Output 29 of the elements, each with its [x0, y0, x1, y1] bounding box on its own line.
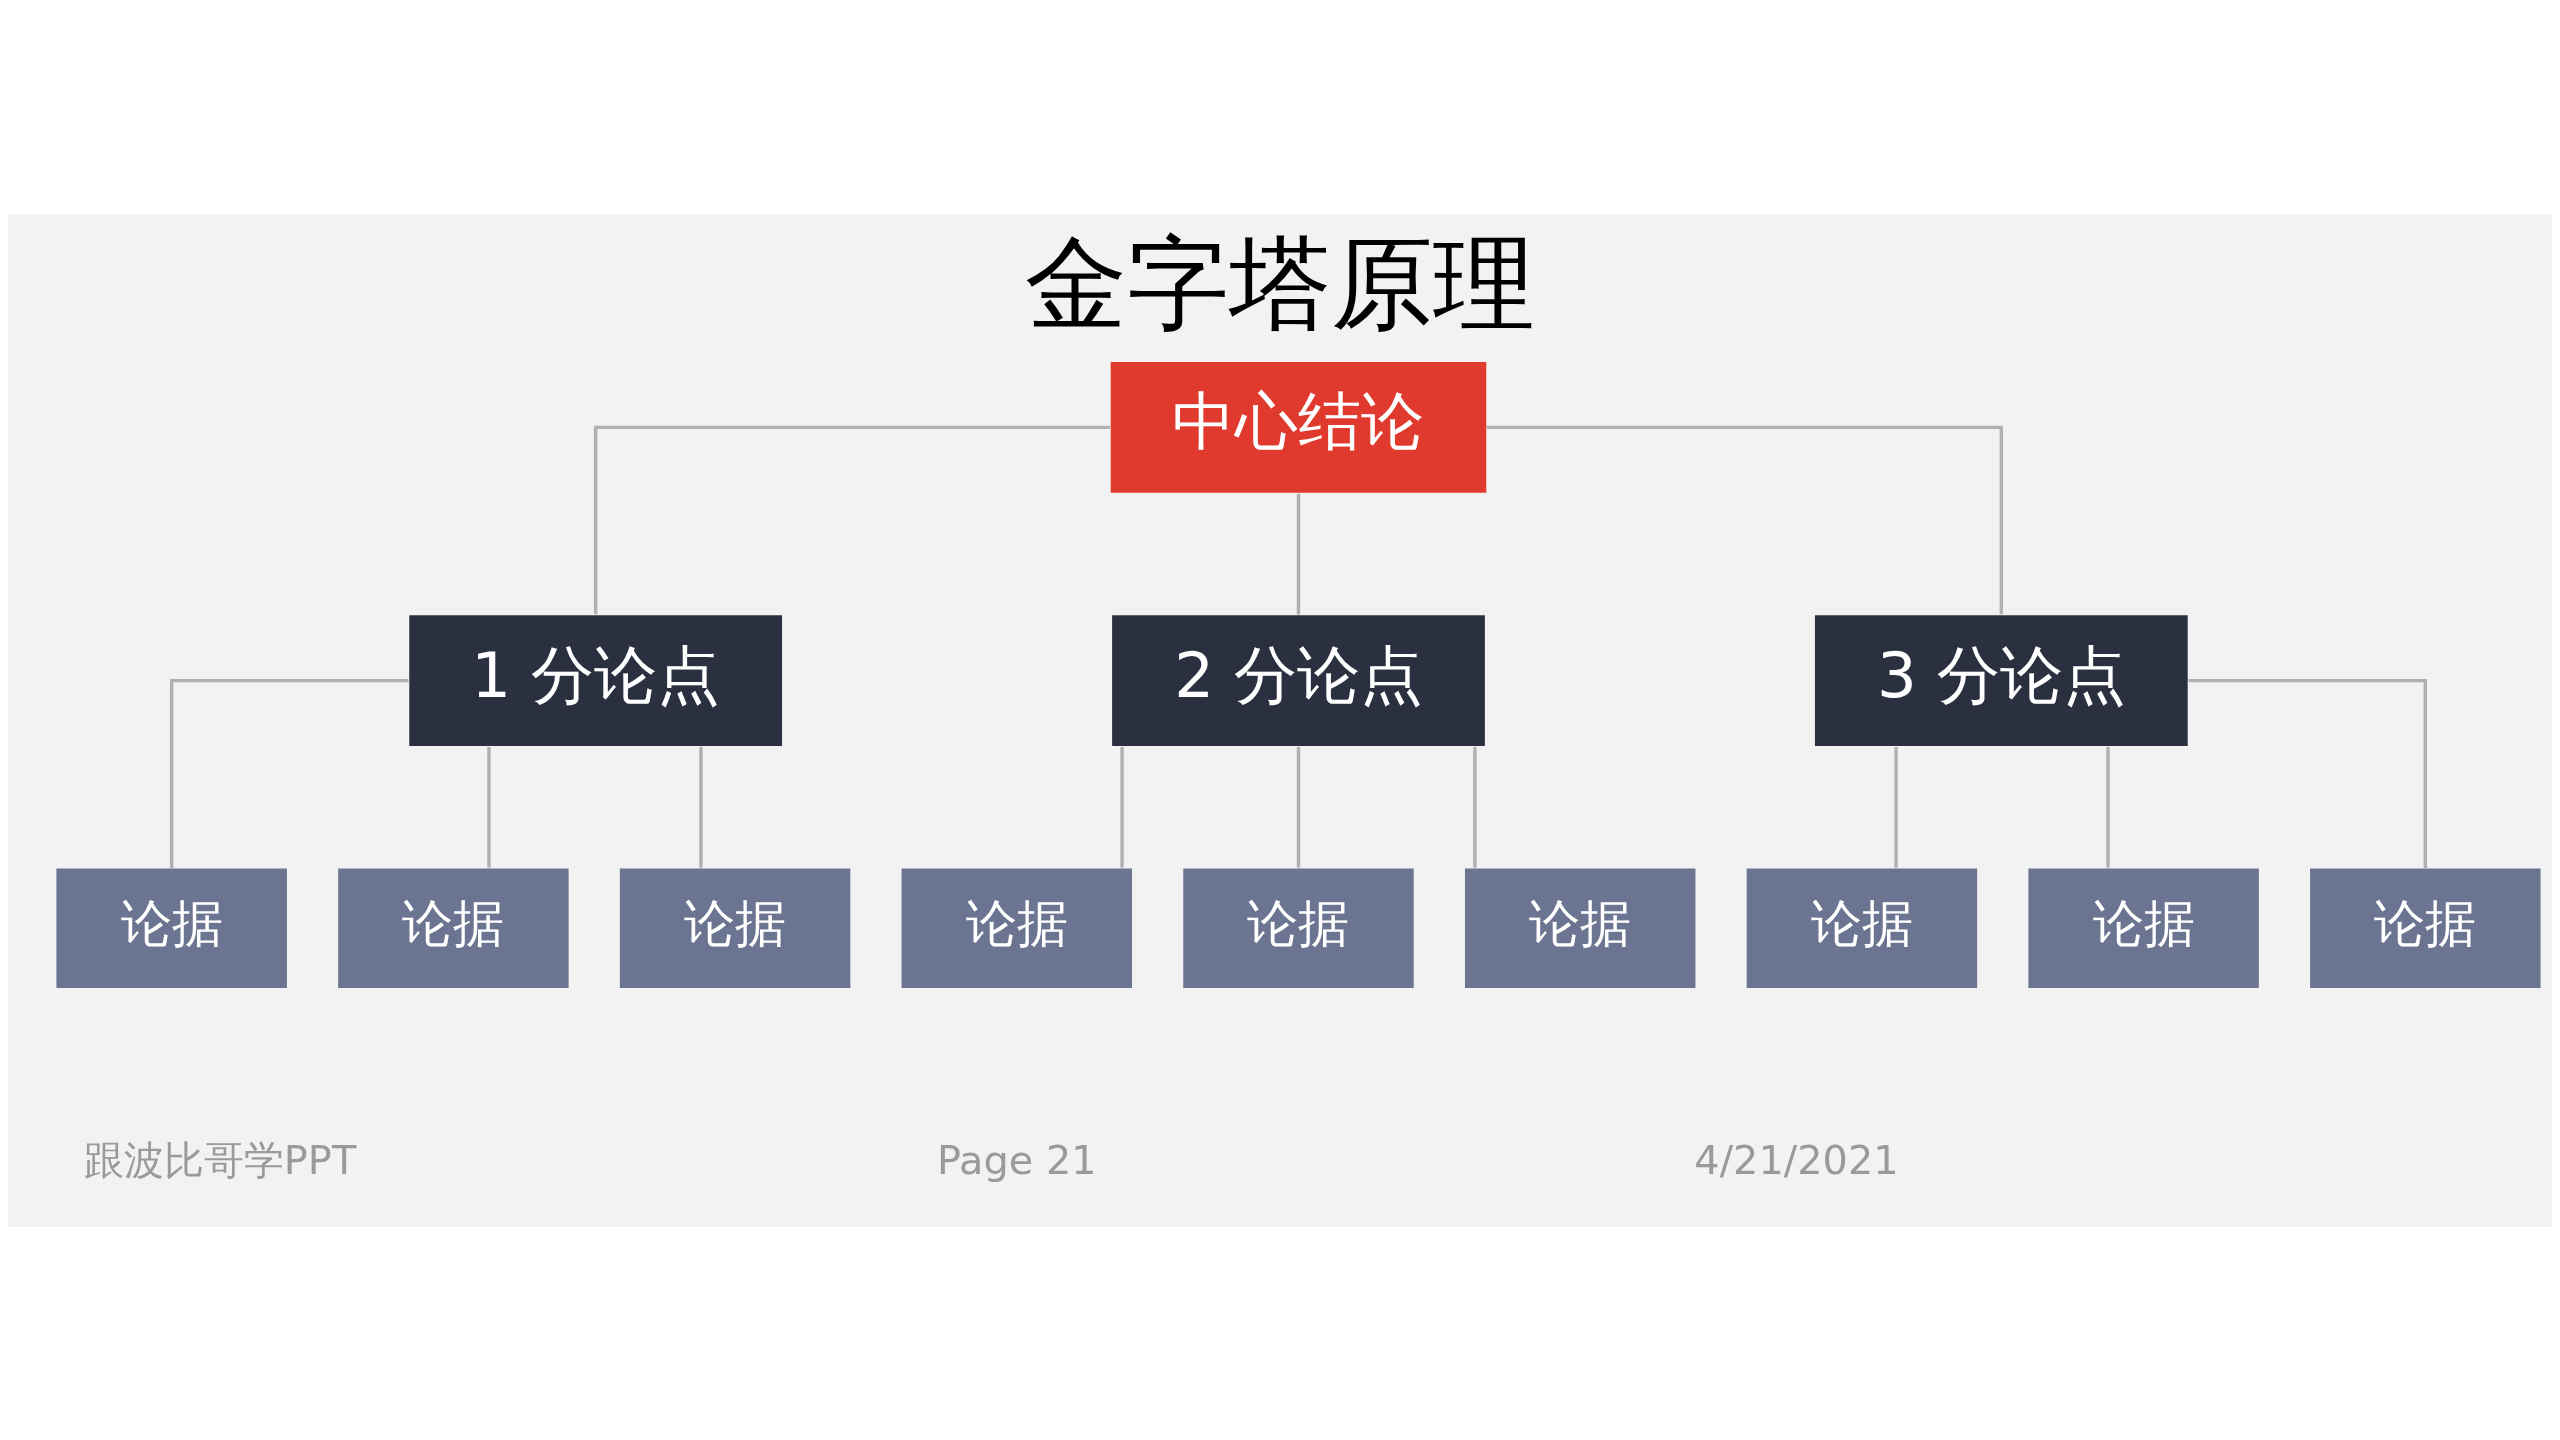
node-box: 论据 — [338, 867, 569, 988]
node-box: 论据 — [1746, 867, 1978, 988]
node-box: 2 分论点 — [1112, 614, 1485, 746]
node-box: 3 分论点 — [1814, 614, 2188, 746]
connector — [169, 678, 409, 868]
connector — [2106, 746, 2110, 868]
node-box: 论据 — [1183, 867, 1414, 988]
label: 4/21/2021 — [1694, 1136, 1899, 1182]
connector — [1120, 746, 1124, 868]
node-box: 论据 — [2310, 867, 2541, 988]
connector — [593, 425, 1111, 614]
node-box: 论据 — [901, 867, 1133, 988]
connector — [1296, 493, 1301, 615]
connector — [1296, 746, 1301, 868]
node-box: 中心结论 — [1110, 361, 1487, 493]
diagram-title: 金字塔原理 — [1025, 223, 1535, 343]
connector — [2188, 678, 2428, 868]
node-box: 论据 — [619, 867, 851, 988]
connector — [1473, 746, 1477, 868]
node-box: 论据 — [56, 867, 287, 988]
node-box: 论据 — [2028, 867, 2259, 988]
connector — [699, 746, 703, 868]
label: 跟波比哥学PPT — [83, 1136, 357, 1182]
connector — [1894, 746, 1898, 868]
connector — [487, 746, 491, 868]
node-box: 1 分论点 — [409, 614, 783, 746]
connector — [1486, 425, 2004, 614]
label: Page 21 — [936, 1136, 1097, 1182]
node-box: 论据 — [1464, 867, 1696, 988]
